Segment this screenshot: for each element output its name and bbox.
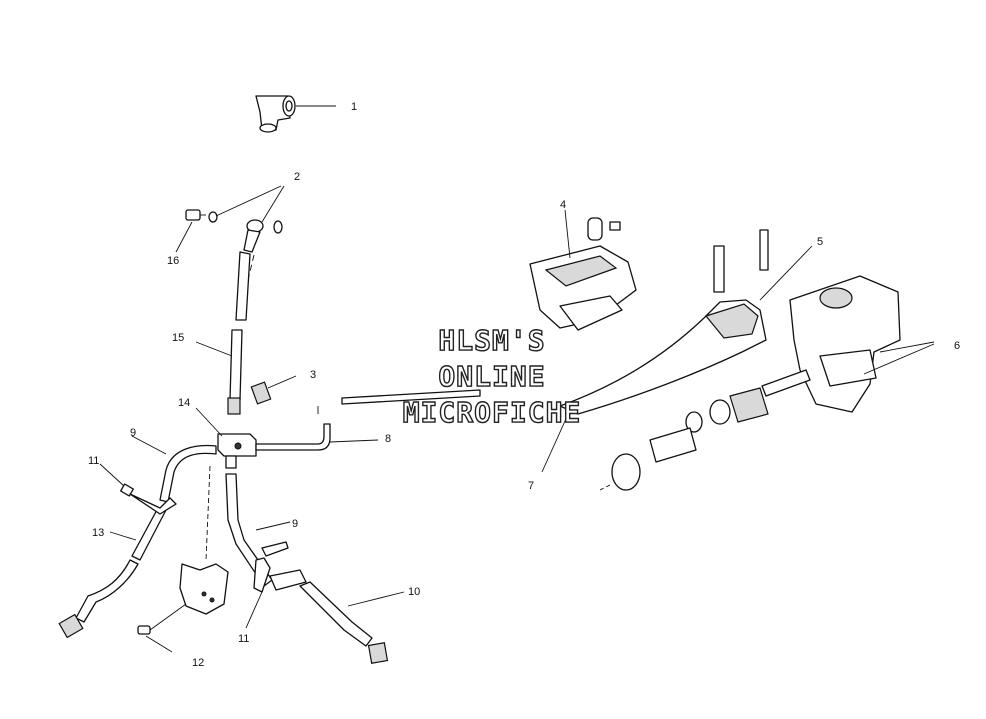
callout-2: 2 (294, 171, 300, 183)
part-clip-right (245, 541, 289, 629)
callout-9-left: 9 (130, 427, 136, 439)
watermark-line-2: ONLINE (438, 360, 545, 393)
part-brake-lever (541, 229, 769, 473)
callout-4: 4 (560, 199, 566, 211)
callout-14: 14 (178, 397, 190, 409)
callout-1: 1 (351, 101, 357, 113)
part-mount-plate (137, 465, 229, 653)
callout-16: 16 (167, 255, 179, 267)
callout-15: 15 (172, 332, 184, 344)
callout-3: 3 (310, 369, 316, 381)
part-reservoir-cover (529, 209, 637, 331)
part-master-cylinder (759, 245, 935, 413)
part-upper-hose (195, 251, 251, 415)
watermark-line-3: MICROFICHE (403, 396, 582, 429)
part-brake-line (255, 389, 481, 451)
part-clip-left (99, 463, 177, 515)
callout-11-right: 11 (238, 633, 249, 645)
callout-13: 13 (92, 527, 104, 539)
callout-10: 10 (408, 586, 420, 598)
callout-5: 5 (817, 236, 823, 248)
callout-7: 7 (528, 480, 534, 492)
part-banjo-bolt-assembly (175, 185, 285, 281)
watermark: HLSM'S ONLINE MICROFICHE (402, 323, 582, 429)
part-small-fitting (250, 375, 297, 405)
callout-9-right: 9 (292, 518, 298, 530)
callout-12: 12 (192, 657, 204, 669)
callout-11-left: 11 (88, 455, 99, 467)
part-tee-fitting (255, 95, 336, 133)
part-piston-assembly (599, 369, 811, 491)
callout-6: 6 (954, 340, 960, 352)
part-lower-hose (299, 581, 405, 664)
callout-8: 8 (385, 433, 391, 445)
part-distribution-block (195, 407, 257, 469)
watermark-line-1: HLSM'S (438, 324, 545, 357)
